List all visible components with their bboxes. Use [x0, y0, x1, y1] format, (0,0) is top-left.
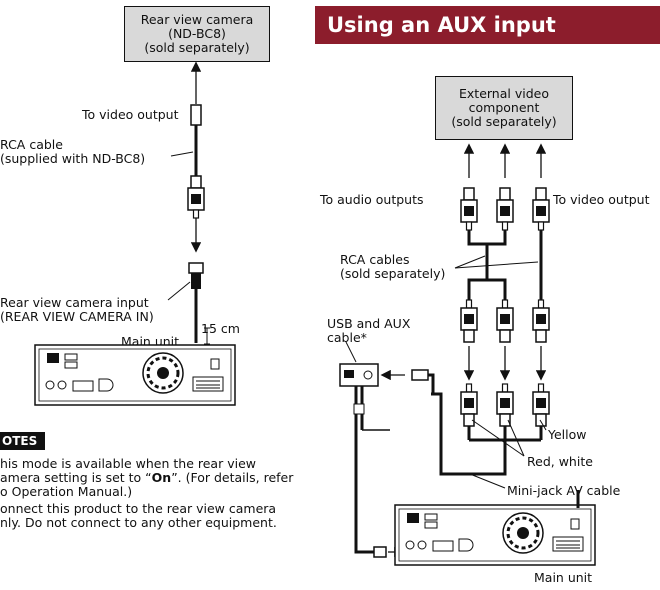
section-title: Using an AUX input — [315, 6, 660, 44]
notes-heading: OTES — [0, 432, 46, 450]
camera-box-line3: (sold separately) — [144, 40, 250, 55]
component-box-line3: (sold separately) — [451, 114, 557, 129]
to-audio-outputs-label: To audio outputs — [320, 192, 424, 207]
rca-cables-label-2: (sold separately) — [340, 266, 446, 281]
yellow-label: Yellow — [548, 427, 587, 442]
camera-box-line1: Rear view camera — [140, 12, 254, 27]
rca-cable-label-2: (supplied with ND-BC8) — [0, 151, 146, 166]
note-1-line-2: amera setting is set to “On”. (For detai… — [0, 470, 294, 486]
note-1-line-3: o Operation Manual.) — [0, 484, 133, 499]
note-bold-on: On — [151, 470, 172, 485]
note-2-line-2: nly. Do not connect to any other equipme… — [0, 515, 277, 530]
rca-cables-label-1: RCA cables — [340, 252, 410, 267]
right-main-unit-label: Main unit — [534, 570, 593, 585]
camera-input-label-1: Rear view camera input — [0, 295, 149, 310]
camera-input-label-2: (REAR VIEW CAMERA IN) — [0, 309, 154, 324]
camera-box-line2: (ND-BC8) — [168, 26, 226, 41]
usb-aux-label-1: USB and AUX — [327, 316, 411, 331]
minijack-label: Mini-jack AV cable — [507, 483, 621, 498]
note-text: ”. (For details, refer — [171, 470, 294, 485]
note-2-line-1: onnect this product to the rear view cam… — [0, 501, 277, 516]
usb-aux-label-2: cable* — [327, 330, 367, 345]
red-white-label: Red, white — [527, 454, 593, 469]
note-text: amera setting is set to “ — [0, 470, 152, 485]
right-to-video-output-label: To video output — [553, 192, 650, 207]
component-box-line2: component — [468, 100, 540, 115]
note-1-line-1: his mode is available when the rear view — [0, 456, 256, 471]
component-box-line1: External video — [459, 86, 549, 101]
component-box: External video component (sold separatel… — [435, 76, 573, 140]
rca-cable-label-1: RCA cable — [0, 137, 63, 152]
distance-label: 15 cm — [201, 321, 240, 336]
left-to-video-output-label: To video output — [82, 107, 179, 122]
camera-box: Rear view camera (ND-BC8) (sold separate… — [124, 6, 270, 62]
